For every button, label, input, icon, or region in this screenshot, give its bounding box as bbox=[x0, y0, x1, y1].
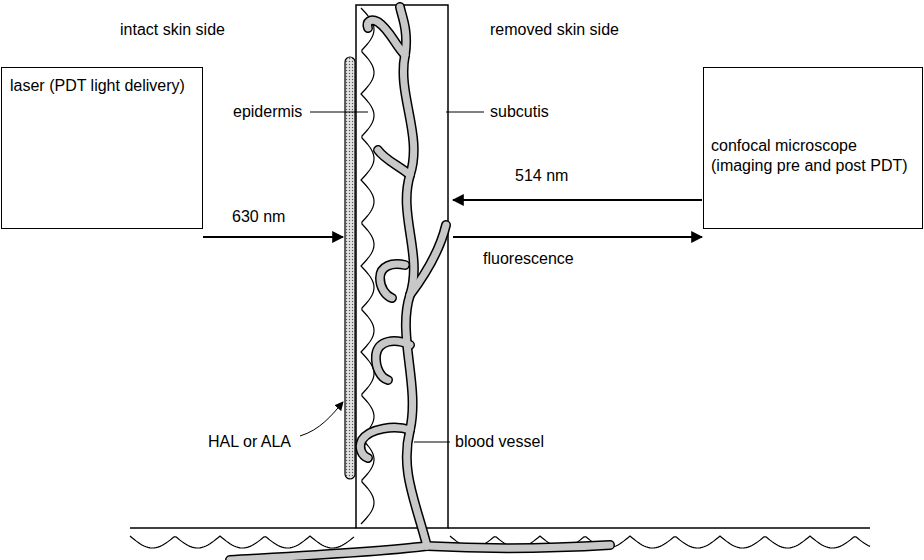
box-label: confocal microscope (imaging pre and pos… bbox=[711, 136, 915, 176]
wavelength-label: 514 nm bbox=[515, 166, 568, 185]
substance-label: HAL or ALA bbox=[208, 432, 291, 451]
blood-vessel bbox=[230, 7, 610, 560]
structure-label: blood vessel bbox=[455, 432, 544, 451]
side-label: removed skin side bbox=[490, 20, 619, 39]
epidermis-waves-bottom bbox=[130, 536, 870, 548]
leader-lines bbox=[300, 112, 484, 442]
wavelength-label: 630 nm bbox=[232, 207, 285, 226]
photosensitizer-layer bbox=[345, 57, 355, 479]
signal-label: fluorescence bbox=[483, 249, 574, 268]
light-arrows bbox=[203, 200, 702, 237]
layer-label: subcutis bbox=[490, 102, 549, 121]
laser-box: laser (PDT light delivery) bbox=[1, 67, 203, 229]
microscope-box: confocal microscope (imaging pre and pos… bbox=[703, 67, 923, 229]
layer-label: epidermis bbox=[233, 102, 302, 121]
skin-surface bbox=[130, 527, 870, 529]
side-label: intact skin side bbox=[120, 20, 225, 39]
box-label: laser (PDT light delivery) bbox=[10, 76, 194, 96]
